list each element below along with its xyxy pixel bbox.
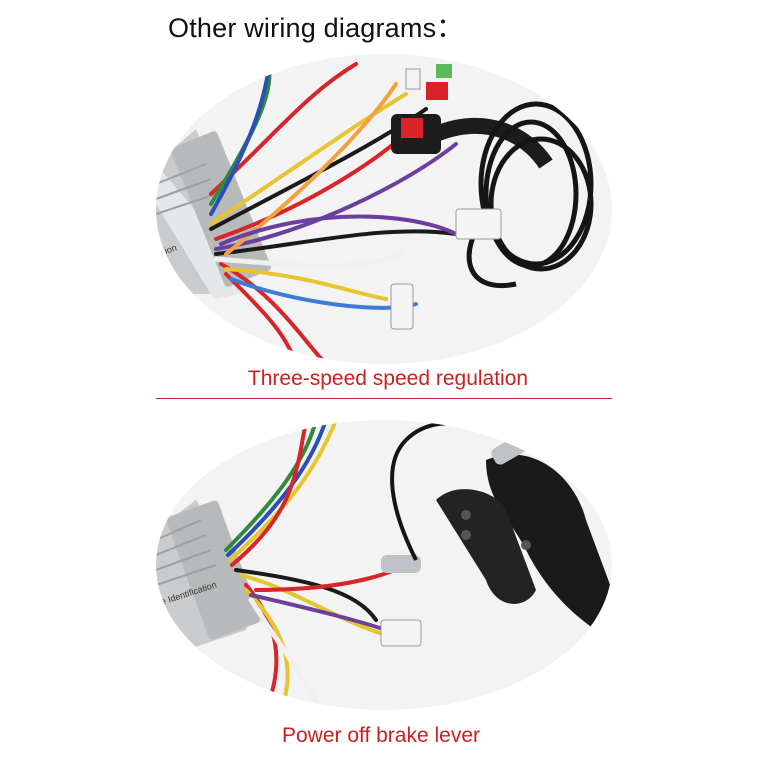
page-heading: Other wiring diagrams： (168, 13, 464, 43)
section-divider (156, 398, 612, 399)
three-speed-switch (391, 64, 553, 169)
three-speed-wiring-illustration: ion (156, 54, 612, 364)
wire-connector (455, 208, 502, 240)
three-speed-caption: Three-speed speed regulation (247, 367, 529, 390)
wire-connector (380, 619, 422, 647)
controller-label: ion (163, 242, 178, 256)
brake-lever-caption: Power off brake lever (281, 724, 481, 747)
wire-connector (390, 283, 414, 330)
brake-lever-wiring-photo: e Identification (156, 420, 612, 710)
controller-box: e Identification (156, 500, 261, 660)
three-speed-wiring-photo: ion (156, 54, 612, 364)
brake-lever-wiring-illustration: e Identification (156, 420, 612, 710)
brake-lever (381, 421, 612, 640)
